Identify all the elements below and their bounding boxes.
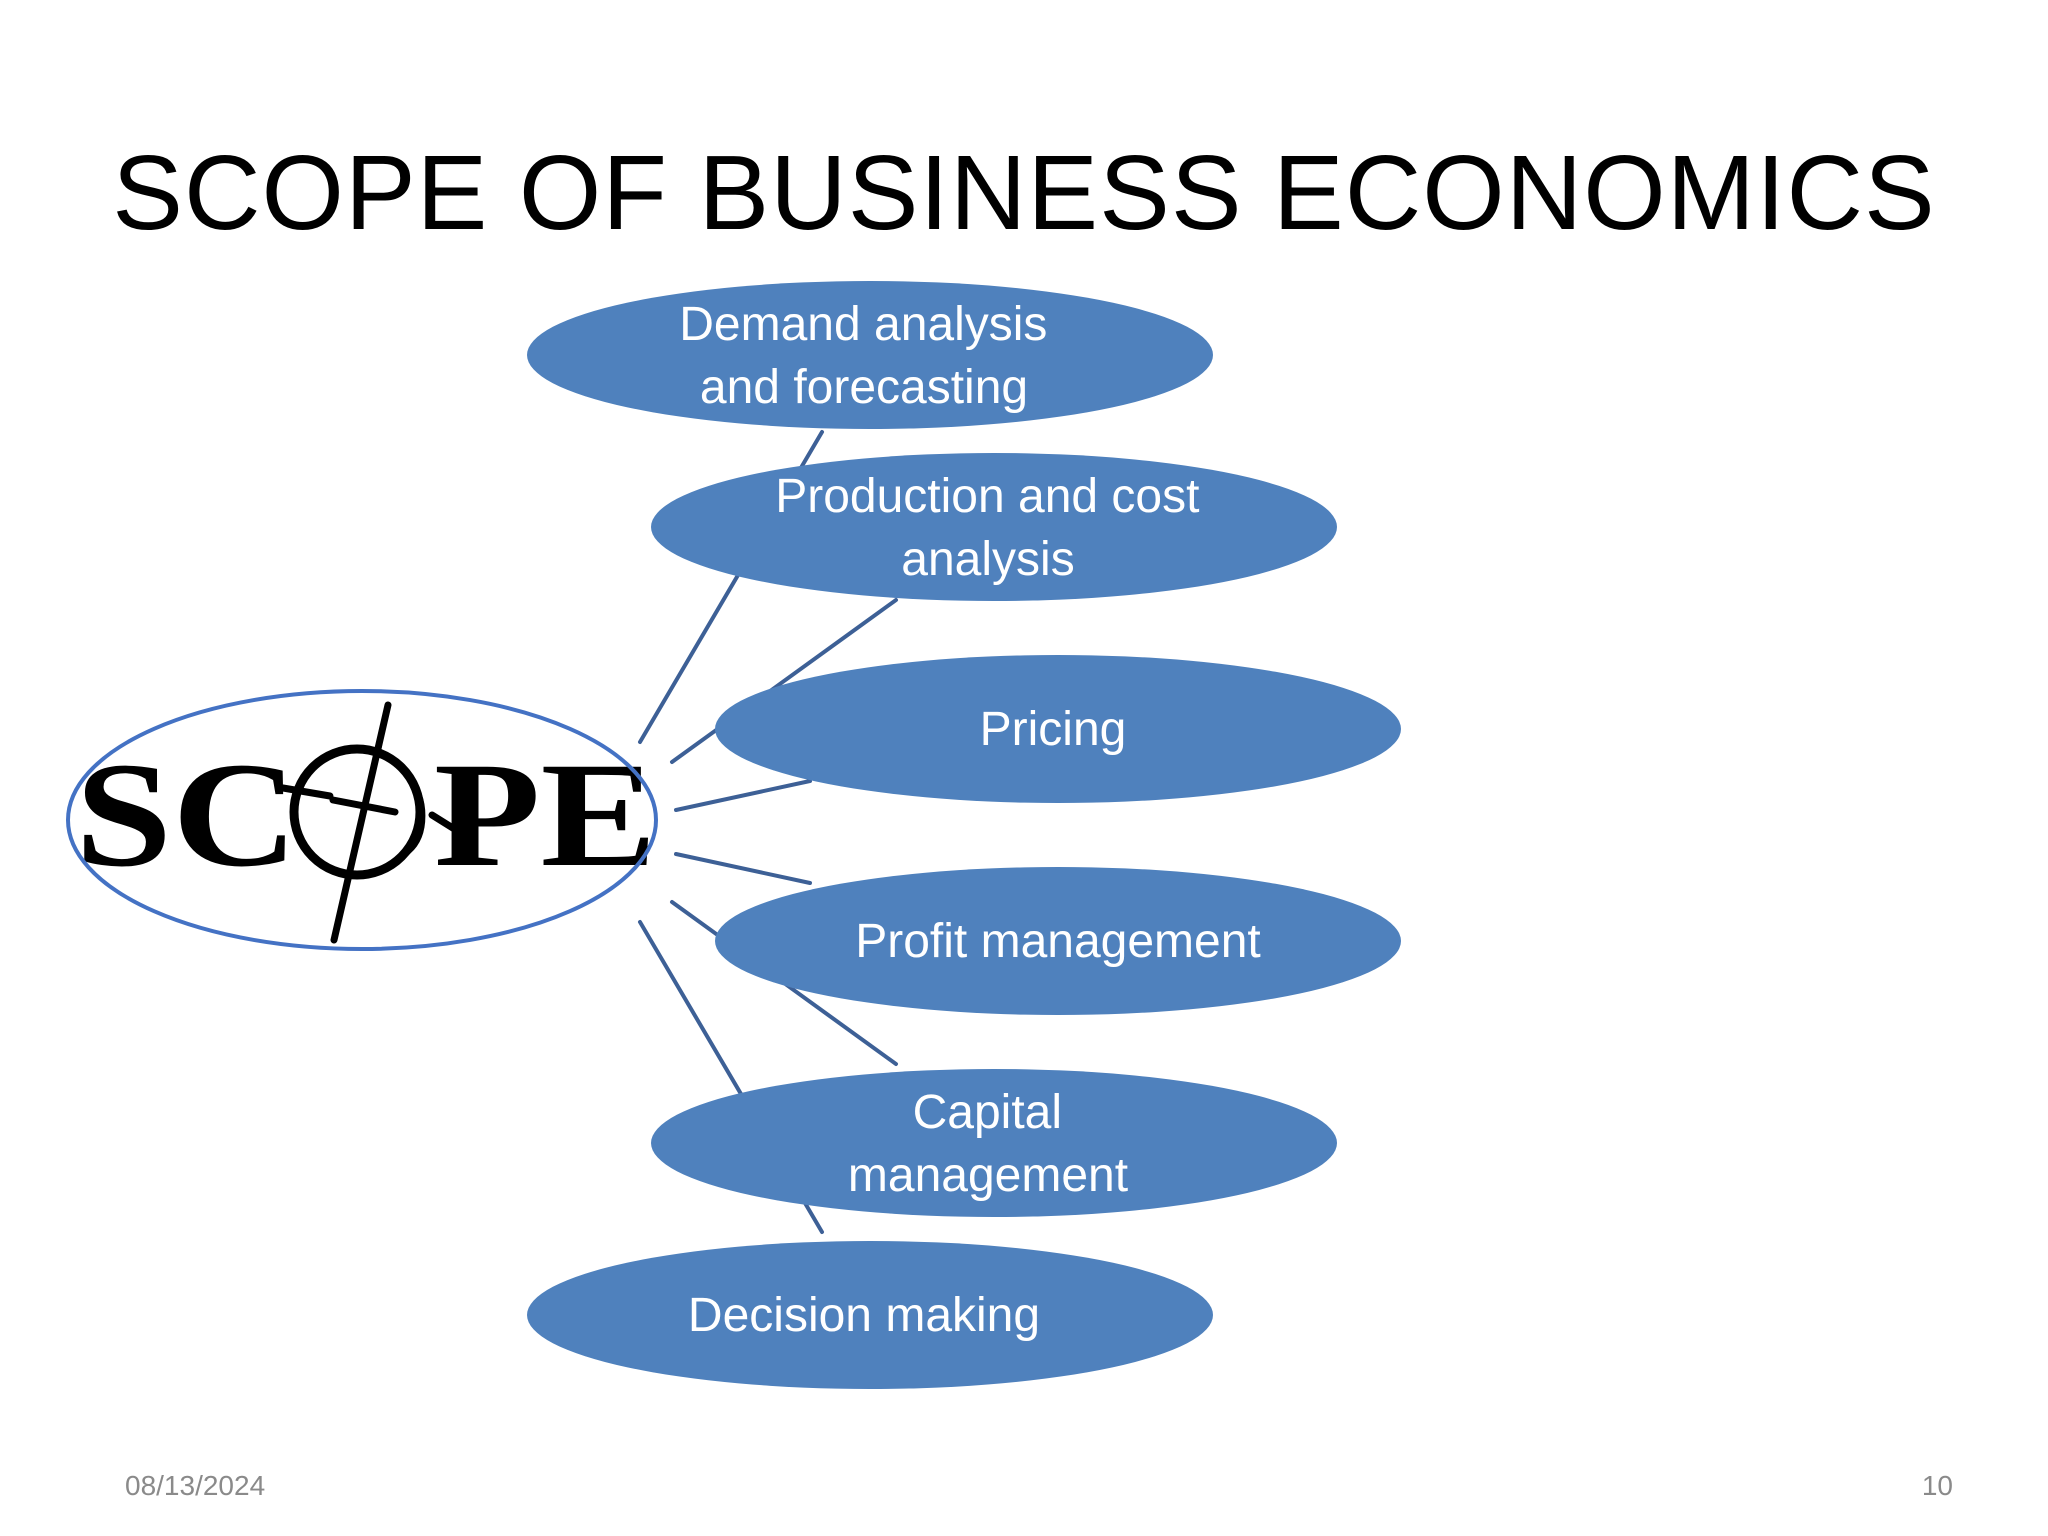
scope-outline xyxy=(66,689,658,951)
node-capital: Capital management xyxy=(651,1069,1337,1217)
node-capital-line-1: Capital xyxy=(913,1086,1062,1139)
svg-text:Production and cost an: Production and cost analysis xyxy=(775,470,1213,586)
node-profit: Profit management xyxy=(715,867,1401,1015)
node-production: Production and cost analysis xyxy=(651,453,1337,601)
svg-text:Demand analysis and fo: Demand analysis and forecasting xyxy=(679,298,1061,414)
node-profit-line-1: Profit management xyxy=(855,915,1261,968)
svg-text:Profit management: Profit management xyxy=(855,915,1261,968)
connector-pricing xyxy=(674,779,812,812)
node-pricing-line-1: Pricing xyxy=(980,703,1127,756)
svg-text:Decision making: Decision making xyxy=(688,1289,1040,1342)
svg-text:Capital management: Capital management xyxy=(848,1086,1128,1202)
node-production-line-2: analysis xyxy=(901,533,1074,586)
footer-date: 08/13/2024 xyxy=(125,1470,266,1501)
node-production-line-1: Production and cost xyxy=(775,470,1199,523)
connector-profit xyxy=(674,852,812,885)
node-demand-line-1: Demand analysis xyxy=(679,298,1047,351)
connector-production xyxy=(670,598,898,764)
page-number: 10 xyxy=(1921,1470,1953,1501)
node-demand: Demand analysis and forecasting xyxy=(527,281,1213,429)
node-pricing: Pricing xyxy=(715,655,1401,803)
node-decision-line-1: Decision making xyxy=(688,1289,1040,1342)
svg-text:Pricing: Pricing xyxy=(980,703,1127,756)
slide-title: SCOPE OF BUSINESS ECONOMICS xyxy=(112,134,1936,252)
node-decision: Decision making xyxy=(527,1241,1213,1389)
node-demand-line-2: and forecasting xyxy=(700,361,1028,414)
scope-logo: SCOPE xyxy=(66,689,658,951)
node-capital-line-2: management xyxy=(848,1149,1128,1202)
